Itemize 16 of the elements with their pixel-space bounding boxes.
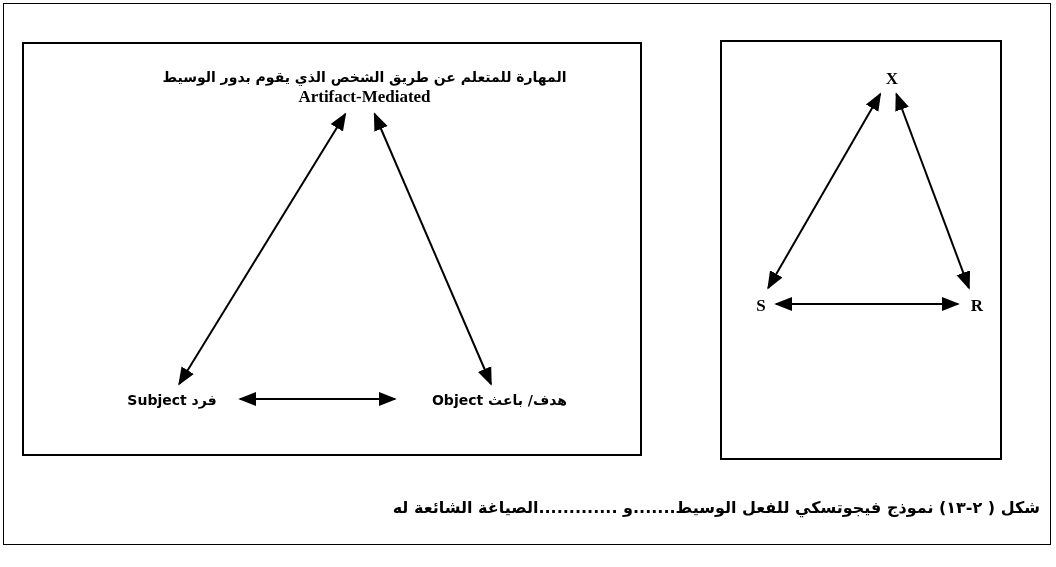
node-label: Object هدف/ باعث <box>397 386 602 416</box>
node-label: Artifact-Mediated <box>298 86 431 108</box>
double-arrow <box>178 112 347 386</box>
double-arrow <box>238 391 397 407</box>
double-arrow <box>774 296 960 312</box>
node-label: X <box>870 62 914 96</box>
double-arrow <box>373 112 492 386</box>
node-label: R <box>960 290 994 322</box>
caption: شكل ( ٢-١٣) نموذج فيجوتسكي للفعل الوسيط.......و .............الصياغة الشائعة له <box>392 498 1040 517</box>
panel-frame <box>720 40 1002 460</box>
node-label: Subject فرد <box>102 386 242 416</box>
node-label: المهارة للمتعلم عن طريق الشخص الذي يقوم بدور الوسيط <box>162 68 567 87</box>
double-arrow <box>767 92 882 290</box>
node-label: S <box>744 290 778 322</box>
panel-frame <box>22 42 642 456</box>
double-arrow <box>895 92 971 290</box>
